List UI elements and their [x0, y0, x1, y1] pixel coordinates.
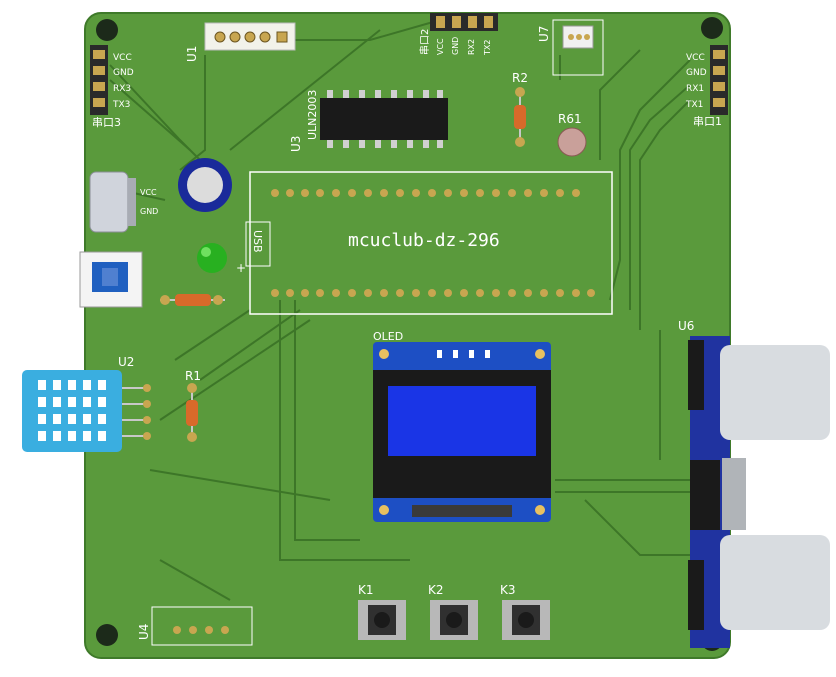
green-led: [197, 243, 227, 273]
pcb-board: [84, 12, 731, 659]
u7-label: U7: [537, 26, 551, 42]
header-port2: [430, 13, 498, 31]
u7-connector-outline: [552, 19, 604, 76]
u3-ic: [320, 98, 448, 140]
pin-label-tx2: TX2: [483, 40, 492, 56]
header-port1: [710, 45, 728, 115]
pin-label-vcc-1: VCC: [686, 53, 705, 63]
pin-label-rx2: RX2: [467, 39, 476, 55]
pin-label-rx3: RX3: [113, 84, 131, 94]
pin-label-gnd-1: GND: [686, 68, 707, 78]
k3-label: K3: [500, 583, 516, 597]
header-port3: [90, 45, 108, 115]
u2-label: U2: [118, 355, 134, 369]
oled-label: OLED: [373, 330, 403, 343]
r1-label: R1: [185, 369, 201, 383]
usb-outline: [245, 221, 271, 267]
k2-label: K2: [428, 583, 444, 597]
pin-label-vcc: VCC: [113, 53, 132, 63]
usbc-pin-vcc: VCC: [140, 188, 157, 197]
led-plus-label: +: [236, 261, 246, 275]
port3-label: 串口3: [92, 116, 121, 129]
r2-label: R2: [512, 71, 528, 85]
u1-label: U1: [185, 46, 199, 62]
u3-label: U3: [289, 136, 303, 152]
u4-footprint: [151, 606, 253, 646]
r1-resistor: [186, 400, 198, 426]
usb-c-connector: [89, 171, 129, 233]
led-resistor: [175, 294, 211, 306]
port1-label: 串口1: [693, 115, 722, 128]
u3-part-label: ULN2003: [306, 90, 319, 140]
mounting-hole: [96, 624, 118, 646]
u2-dht-sensor: [22, 370, 122, 452]
mcu-module-top-pins: [271, 189, 580, 197]
pin-label-rx1: RX1: [686, 84, 704, 94]
pin-label-gnd: GND: [113, 68, 134, 78]
pin-label-vcc-2: VCC: [436, 38, 445, 55]
oled-screen: [388, 386, 536, 456]
k3-button[interactable]: [502, 600, 550, 640]
usb-label: USB: [251, 230, 264, 253]
pin-label-gnd-2: GND: [451, 37, 460, 55]
usbc-pin-gnd: GND: [140, 207, 158, 216]
board-name-label: mcuclub-dz-296: [348, 230, 500, 251]
port2-label: 串口2: [419, 29, 431, 55]
mcu-module-bottom-pins: [271, 289, 595, 297]
mounting-hole: [701, 17, 723, 39]
pin-label-tx3: TX3: [112, 100, 130, 110]
k1-button[interactable]: [358, 600, 406, 640]
pin-label-tx1: TX1: [685, 100, 703, 110]
mounting-hole: [96, 19, 118, 41]
copper-traces: [109, 19, 691, 601]
r2-resistor: [514, 105, 526, 129]
mcu-module-outline: [249, 171, 613, 315]
r61-label: R61: [558, 112, 582, 126]
k2-button[interactable]: [430, 600, 478, 640]
u6-label: U6: [678, 319, 694, 333]
k1-label: K1: [358, 583, 374, 597]
r61-photoresistor: [557, 127, 587, 157]
u4-label: U4: [137, 624, 151, 640]
